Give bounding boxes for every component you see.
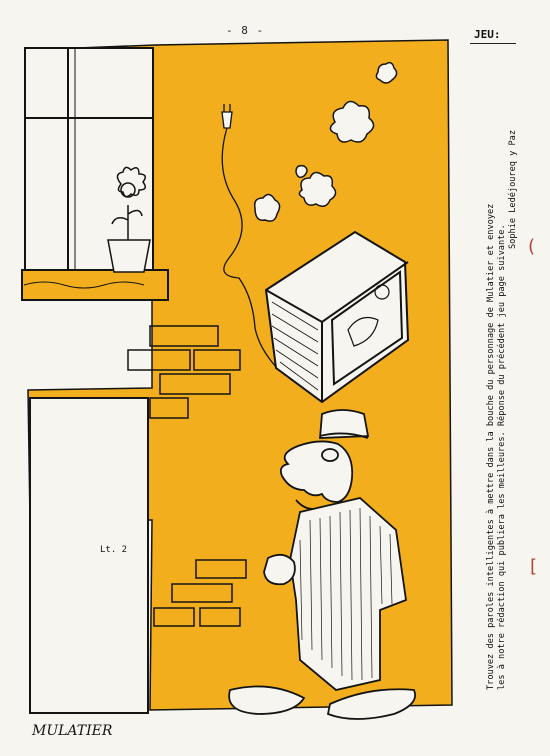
instructions-line-1: Trouvez des paroles intelligentes à mett… [486, 203, 496, 690]
door-plate: Lt. 2 [100, 545, 127, 555]
door [29, 397, 149, 714]
section-title: JEU: [474, 28, 501, 41]
game-credit: Sophie Ledéjoureq y Paz [508, 130, 518, 249]
binding-hole-mark: ( [528, 236, 536, 257]
television-icon [264, 230, 410, 404]
binding-hole-mark: [ [530, 556, 538, 577]
flower-pot-icon [107, 166, 151, 273]
cartoon-man [228, 409, 416, 720]
section-underline [470, 43, 516, 44]
bricks [127, 325, 247, 627]
smoke-puffs [253, 61, 398, 222]
page-number: - 8 - [226, 24, 265, 37]
power-cord-icon [221, 104, 278, 369]
artist-signature: MULATIER [31, 723, 113, 739]
instructions-line-2: les à notre rédaction qui publiera les m… [497, 224, 507, 690]
game-instructions: Trouvez des paroles intelligentes à mett… [486, 130, 519, 690]
